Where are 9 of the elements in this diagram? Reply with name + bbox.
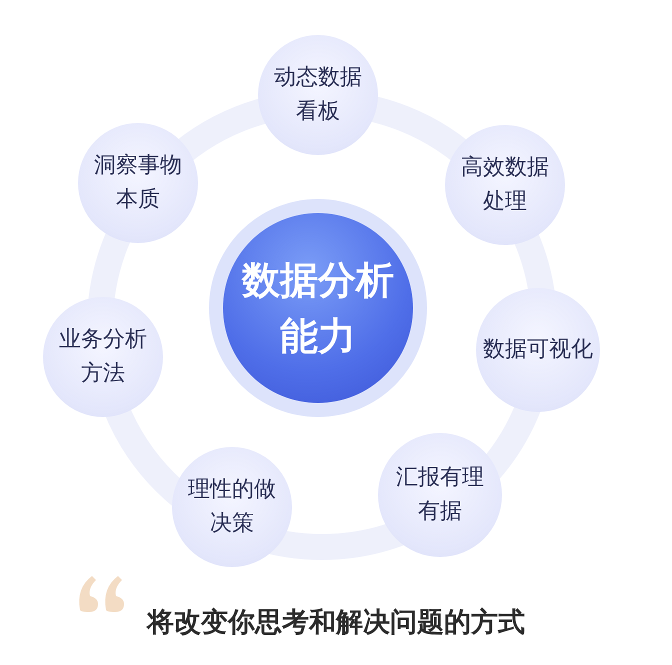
node-label: 洞察事物本质 <box>93 152 183 214</box>
center-title: 数据分析能力 <box>240 257 395 360</box>
node-label: 业务分析方法 <box>58 326 148 388</box>
caption: 将改变你思考和解决问题的方式 <box>145 606 526 640</box>
node-label: 高效数据处理 <box>460 154 550 216</box>
node-label: 数据可视化 <box>482 336 594 364</box>
node-label: 汇报有理有据 <box>395 464 485 526</box>
node-label: 理性的做决策 <box>187 476 277 538</box>
node-label: 动态数据看板 <box>273 64 363 126</box>
